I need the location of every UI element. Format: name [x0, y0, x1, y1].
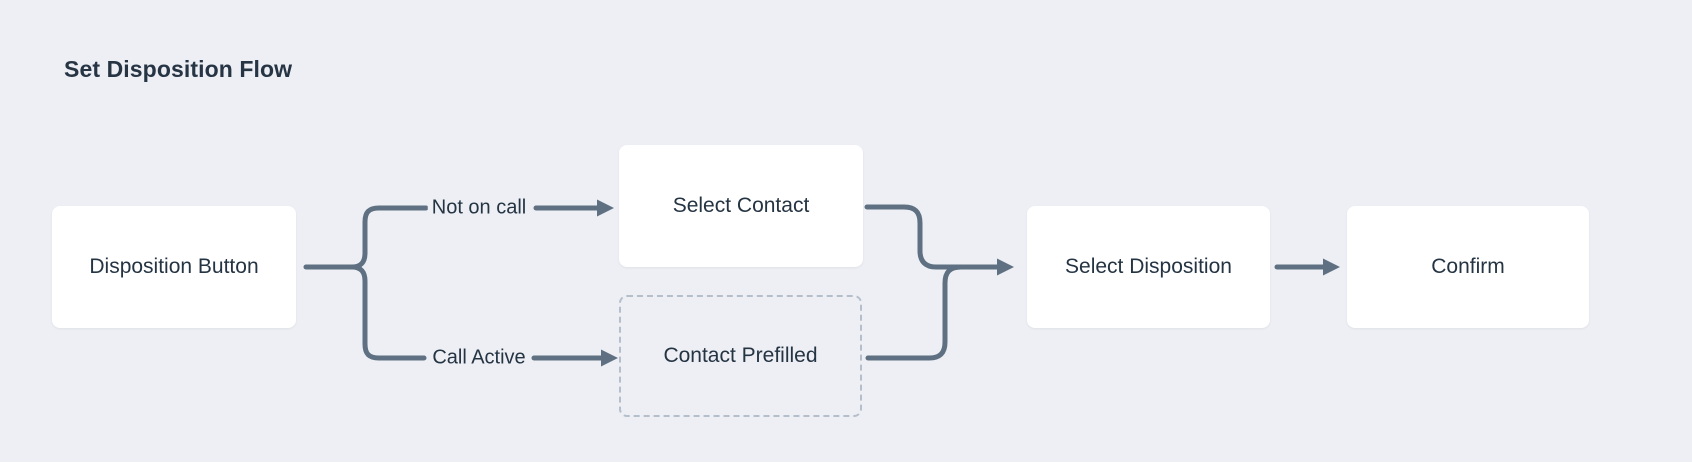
edge-not-on-call-arrowhead	[597, 199, 614, 217]
node-select-contact-label: Select Contact	[672, 194, 810, 217]
node-confirm: Confirm	[1347, 206, 1589, 328]
edge-call-active-arrowhead	[601, 349, 618, 367]
diagram-title: Set Disposition Flow	[64, 56, 293, 82]
edge-fork-call-active	[349, 264, 427, 361]
node-disposition-button: Disposition Button	[52, 206, 296, 328]
edge-contact-prefilled-to-merge	[865, 264, 1000, 361]
bottom-edge	[0, 462, 1692, 468]
node-disposition-button-label: Disposition Button	[89, 255, 259, 278]
edge-label-not-on-call: Not on call	[427, 196, 531, 220]
node-contact-prefilled: Contact Prefilled	[619, 295, 862, 417]
node-confirm-label: Confirm	[1431, 255, 1505, 278]
edge-to-confirm-arrowhead	[1323, 258, 1340, 276]
edge-fork-not-on-call	[349, 205, 429, 270]
edge-select-contact-to-merge	[864, 204, 1000, 270]
edge-merge-arrowhead	[997, 258, 1014, 276]
node-select-disposition: Select Disposition	[1027, 206, 1270, 328]
node-contact-prefilled-label: Contact Prefilled	[663, 344, 818, 367]
edge-label-call-active: Call Active	[428, 346, 530, 370]
node-select-disposition-label: Select Disposition	[1065, 255, 1232, 278]
node-select-contact: Select Contact	[619, 145, 863, 267]
